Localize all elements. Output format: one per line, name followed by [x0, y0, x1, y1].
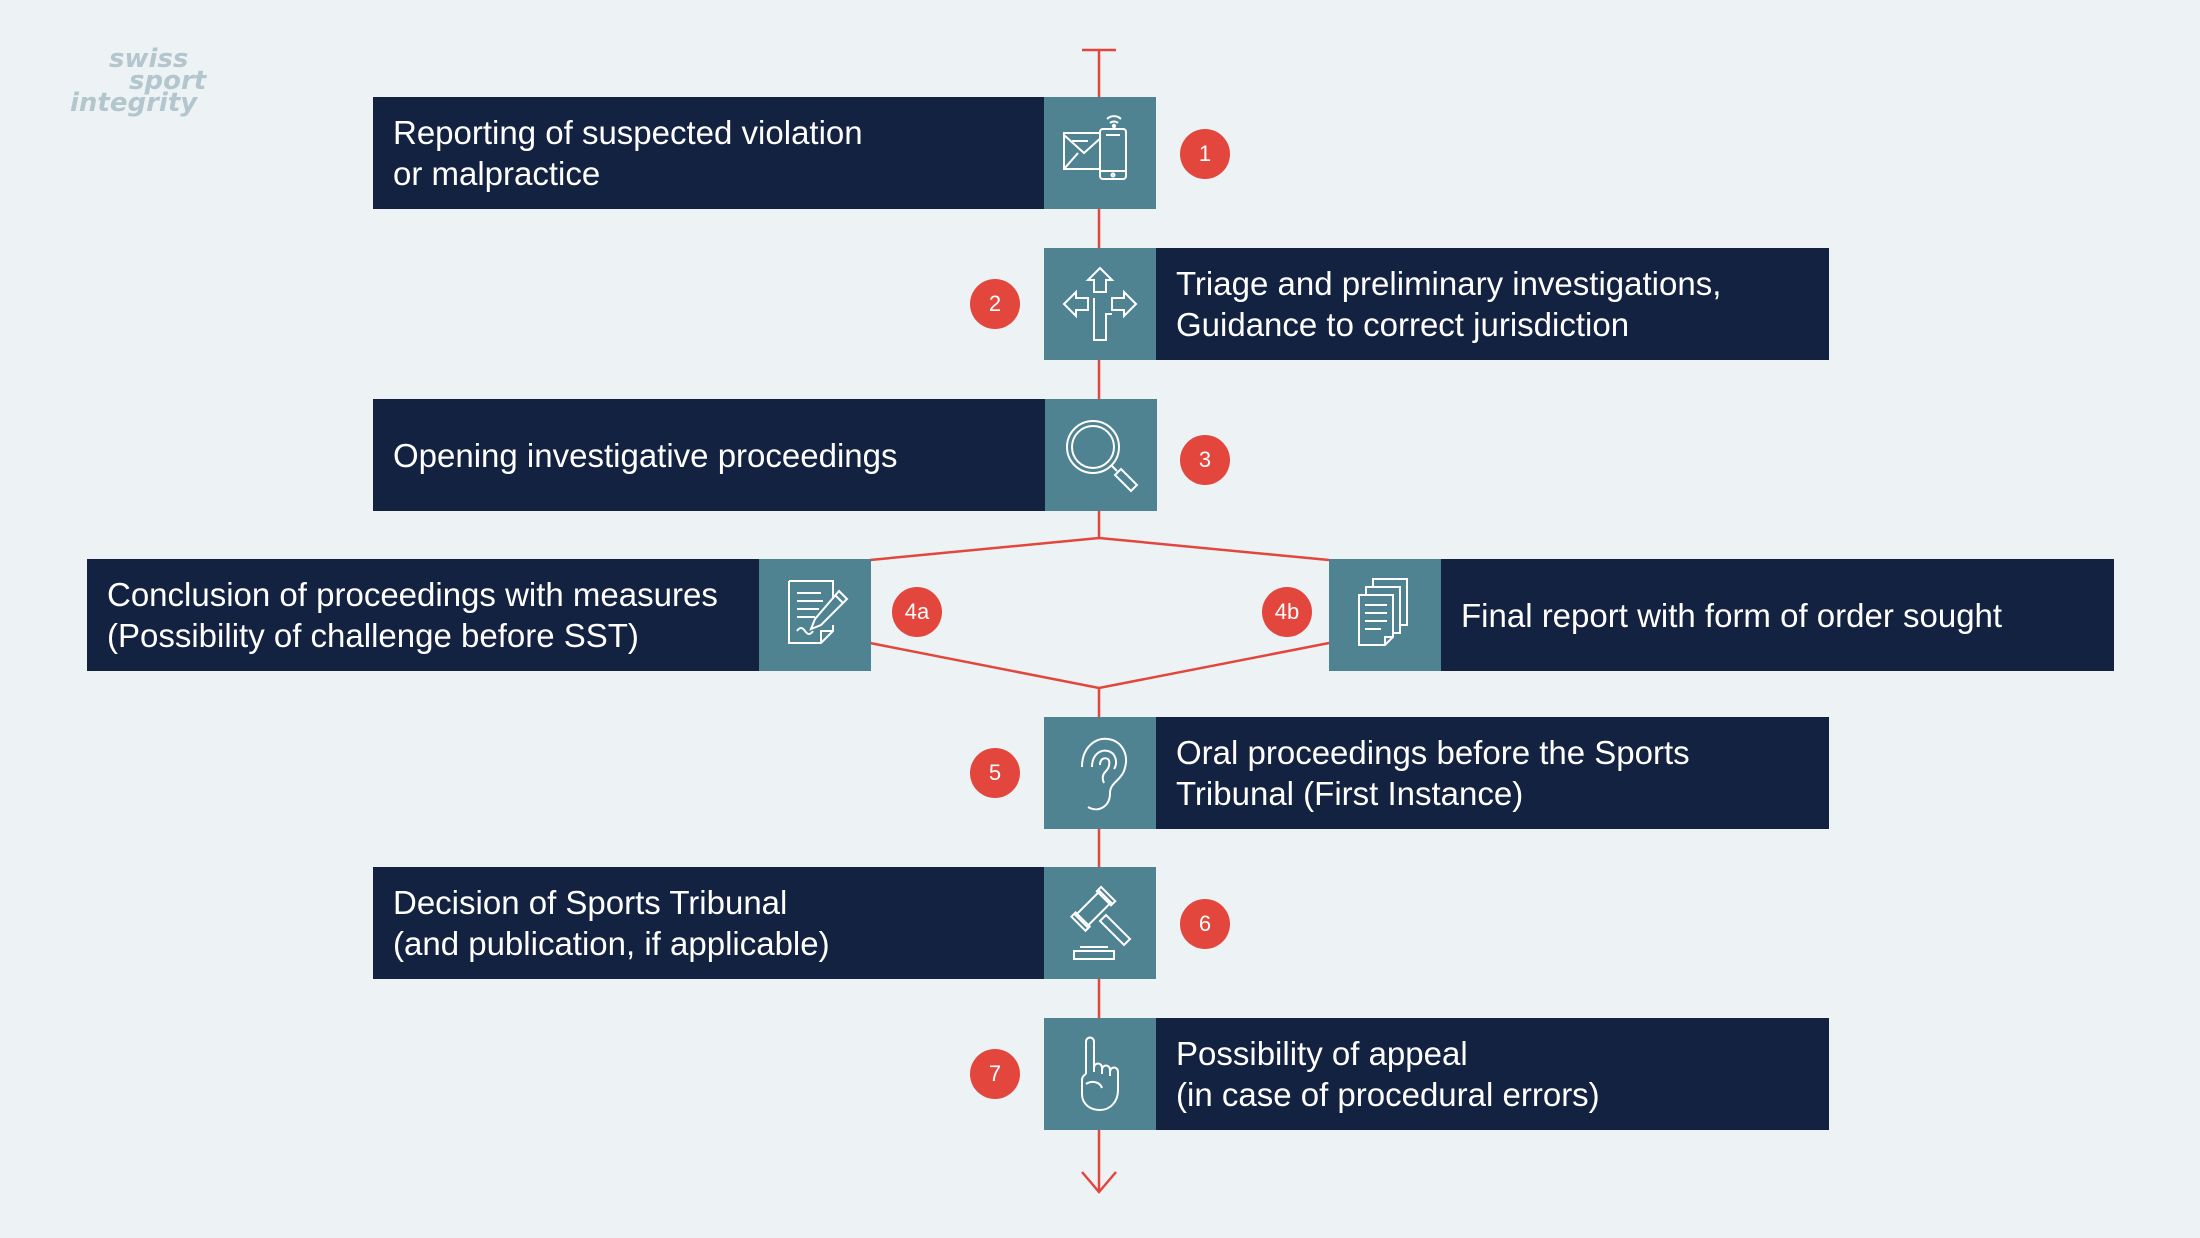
flow-line-branch-upper [869, 536, 1330, 562]
flow-line-arrowhead [1081, 1171, 1117, 1194]
step-4a-number: 4a [904, 599, 930, 624]
step-4a-icon-tile [759, 559, 871, 671]
step-4a-badge: 4a [892, 587, 942, 637]
step-4b-text: Final report with form of order sought [1461, 596, 2003, 634]
flow-line-branch-lower [869, 641, 1330, 690]
gavel-icon [1069, 885, 1132, 960]
step-1-badge: 1 [1180, 129, 1230, 179]
step-5-icon-tile [1044, 717, 1156, 829]
step-4a-box: Conclusion of proceedings with measures … [87, 559, 759, 671]
step-7-box: Possibility of appeal (in case of proced… [1156, 1018, 1829, 1130]
step-1-text: Reporting of suspected violation or malp… [393, 114, 863, 192]
step-2-badge: 2 [970, 279, 1020, 329]
step-4a-text: Conclusion of proceedings with measures … [107, 576, 718, 654]
logo-line-integrity: integrity [70, 88, 198, 118]
step-2-box: Triage and preliminary investigations, G… [1156, 248, 1829, 360]
step-3-box: Opening investigative proceedings [373, 399, 1046, 511]
step-7-text: Possibility of appeal (in case of proced… [1176, 1035, 1600, 1113]
step-6-badge: 6 [1180, 899, 1230, 949]
hand-icon [1081, 1036, 1119, 1112]
step-3-icon-tile [1045, 399, 1157, 511]
step-4b-icon-tile [1329, 559, 1441, 671]
step-1-icon-tile [1044, 97, 1156, 209]
step-1-box: Reporting of suspected violation or malp… [373, 97, 1045, 209]
step-4b-number: 4b [1274, 599, 1300, 624]
step-4b-box: Final report with form of order sought [1441, 559, 2114, 671]
step-7-badge: 7 [970, 1049, 1020, 1099]
step-3-text: Opening investigative proceedings [393, 436, 898, 474]
step-7-icon-tile [1044, 1018, 1156, 1130]
step-5-number: 5 [988, 760, 1002, 785]
step-5-box: Oral proceedings before the Sports Tribu… [1156, 717, 1829, 829]
step-2-text: Triage and preliminary investigations, G… [1176, 265, 1722, 343]
logo-line-swiss: swiss [109, 44, 189, 74]
step-4b-badge: 4b [1262, 587, 1312, 637]
step-2-icon-tile [1044, 248, 1156, 360]
mail-phone-icon [1063, 115, 1127, 180]
ear-icon [1081, 737, 1127, 811]
step-5-badge: 5 [970, 748, 1020, 798]
document-pen-icon [788, 580, 849, 644]
documents-stack-icon [1358, 578, 1408, 646]
magnifier-icon [1066, 420, 1139, 493]
logo-line-sport: sport [129, 66, 207, 96]
swiss-sport-integrity-logo: swiss sport integrity [60, 46, 220, 126]
step-3-badge: 3 [1180, 435, 1230, 485]
step-7-number: 7 [988, 1061, 1002, 1086]
step-5-text: Oral proceedings before the Sports Tribu… [1176, 734, 1690, 812]
step-6-number: 6 [1198, 911, 1212, 936]
directions-icon [1062, 266, 1138, 341]
step-3-number: 3 [1198, 447, 1212, 472]
step-6-icon-tile [1044, 867, 1156, 979]
step-1-number: 1 [1198, 141, 1212, 166]
step-2-number: 2 [988, 291, 1002, 316]
step-6-box: Decision of Sports Tribunal (and publica… [373, 867, 1045, 979]
step-6-text: Decision of Sports Tribunal (and publica… [393, 884, 830, 962]
